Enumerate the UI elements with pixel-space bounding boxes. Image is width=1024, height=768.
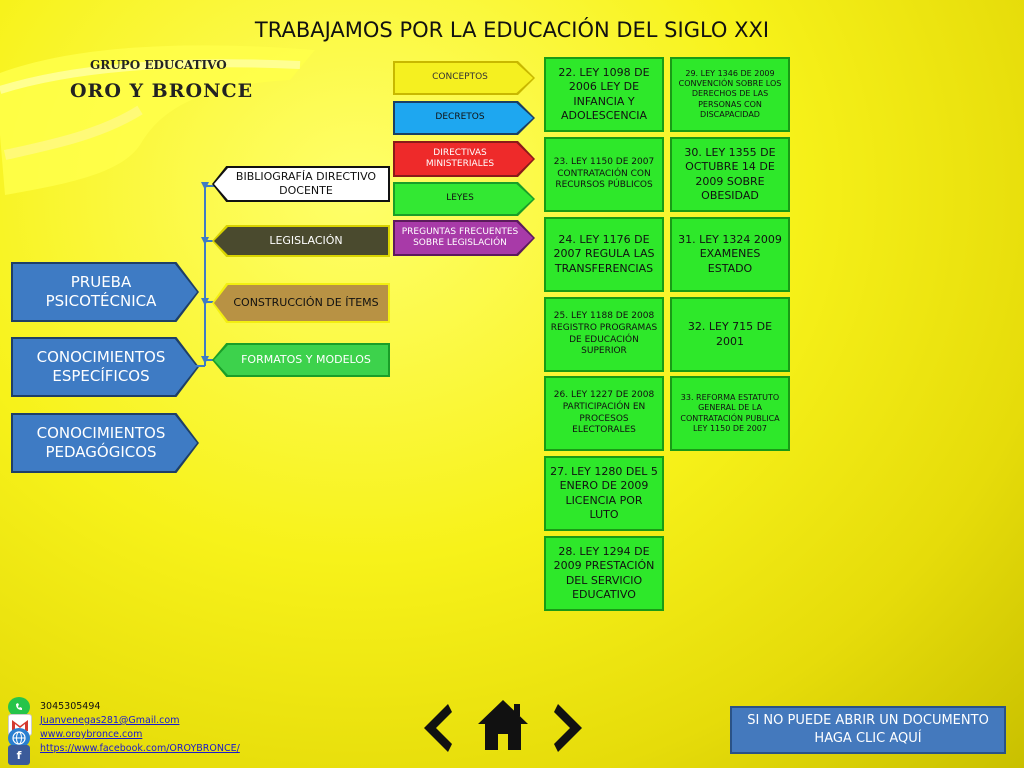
facebook-link[interactable]: https://www.facebook.com/OROYBRONCE/ [40,743,240,754]
subcategory-construccion-items[interactable]: CONSTRUCCIÓN DE ÍTEMS [212,283,390,323]
law-29[interactable]: 29. LEY 1346 DE 2009 CONVENCIÓN SOBRE LO… [670,57,790,132]
law-22[interactable]: 22. LEY 1098 DE 2006 LEY DE INFANCIA Y A… [544,57,664,132]
web-link[interactable]: www.oroybronce.com [40,729,143,740]
contact-facebook[interactable]: https://www.facebook.com/OROYBRONCE/ [40,743,240,754]
contact-phone: 3045305494 [40,701,101,712]
logo-title: ORO Y BRONCE [70,80,254,102]
tag-conceptos[interactable]: CONCEPTOS [393,61,535,95]
law-33[interactable]: 33. REFORMA ESTATUTO GENERAL DE LA CONTR… [670,376,790,451]
law-32[interactable]: 32. LEY 715 DE 2001 [670,297,790,372]
category-label: CONOCIMIENTOS PEDAGÓGICOS [13,415,197,471]
contact-email[interactable]: Juanvenegas281@Gmail.com [40,715,179,726]
category-conocimientos-pedagogicos[interactable]: CONOCIMIENTOS PEDAGÓGICOS [11,413,199,473]
law-27[interactable]: 27. LEY 1280 DEL 5 ENERO DE 2009 LICENCI… [544,456,664,531]
tag-label: LEYES [395,184,533,214]
contact-web[interactable]: www.oroybronce.com [40,729,142,740]
law-30[interactable]: 30. LEY 1355 DE OCTUBRE 14 DE 2009 SOBRE… [670,137,790,212]
category-label: PRUEBA PSICOTÉCNICA [13,264,197,320]
subcategory-formatos-modelos[interactable]: FORMATOS Y MODELOS [212,343,390,377]
law-24[interactable]: 24. LEY 1176 DE 2007 REGULA LAS TRANSFER… [544,217,664,292]
subcategory-bibliografia[interactable]: BIBLIOGRAFÍA DIRECTIVO DOCENTE [212,166,390,202]
tag-decretos[interactable]: DECRETOS [393,101,535,135]
globe-icon [8,728,30,748]
law-26[interactable]: 26. LEY 1227 DE 2008 PARTICIPACIÓN EN PR… [544,376,664,451]
facebook-icon: f [8,745,30,765]
chevron-left-icon[interactable] [418,702,454,754]
category-conocimientos-especificos[interactable]: CONOCIMIENTOS ESPECÍFICOS [11,337,199,397]
law-23[interactable]: 23. LEY 1150 DE 2007 CONTRATACIÓN CON RE… [544,137,664,212]
subcategory-label: CONSTRUCCIÓN DE ÍTEMS [214,285,388,321]
tag-label: DIRECTIVAS MINISTERIALES [395,143,533,175]
open-document-help-button[interactable]: SI NO PUEDE ABRIR UN DOCUMENTO HAGA CLIC… [730,706,1006,754]
page-title: TRABAJAMOS POR LA EDUCACIÓN DEL SIGLO XX… [254,18,770,42]
subcategory-label: FORMATOS Y MODELOS [214,345,388,375]
law-28[interactable]: 28. LEY 1294 DE 2009 PRESTACIÓN DEL SERV… [544,536,664,611]
category-prueba-psicotecnica[interactable]: PRUEBA PSICOTÉCNICA [11,262,199,322]
logo-brush-stroke [0,45,315,195]
subcategory-legislacion[interactable]: LEGISLACIÓN [212,225,390,257]
tag-leyes[interactable]: LEYES [393,182,535,216]
chevron-right-icon[interactable] [552,702,588,754]
home-icon[interactable] [476,698,530,752]
subcategory-label: BIBLIOGRAFÍA DIRECTIVO DOCENTE [214,168,388,200]
law-25[interactable]: 25. LEY 1188 DE 2008 REGISTRO PROGRAMAS … [544,297,664,372]
email-link[interactable]: Juanvenegas281@Gmail.com [40,715,180,726]
subcategory-label: LEGISLACIÓN [214,227,388,255]
whatsapp-icon [8,697,30,717]
logo-subtitle: GRUPO EDUCATIVO [90,58,227,72]
tag-preguntas-frecuentes[interactable]: PREGUNTAS FRECUENTES SOBRE LEGISLACIÓN [393,220,535,256]
tag-label: DECRETOS [395,103,533,133]
law-31[interactable]: 31. LEY 1324 2009 EXAMENES ESTADO [670,217,790,292]
tag-label: CONCEPTOS [395,63,533,93]
category-label: CONOCIMIENTOS ESPECÍFICOS [13,339,197,395]
tag-directivas[interactable]: DIRECTIVAS MINISTERIALES [393,141,535,177]
tag-label: PREGUNTAS FRECUENTES SOBRE LEGISLACIÓN [395,222,533,254]
